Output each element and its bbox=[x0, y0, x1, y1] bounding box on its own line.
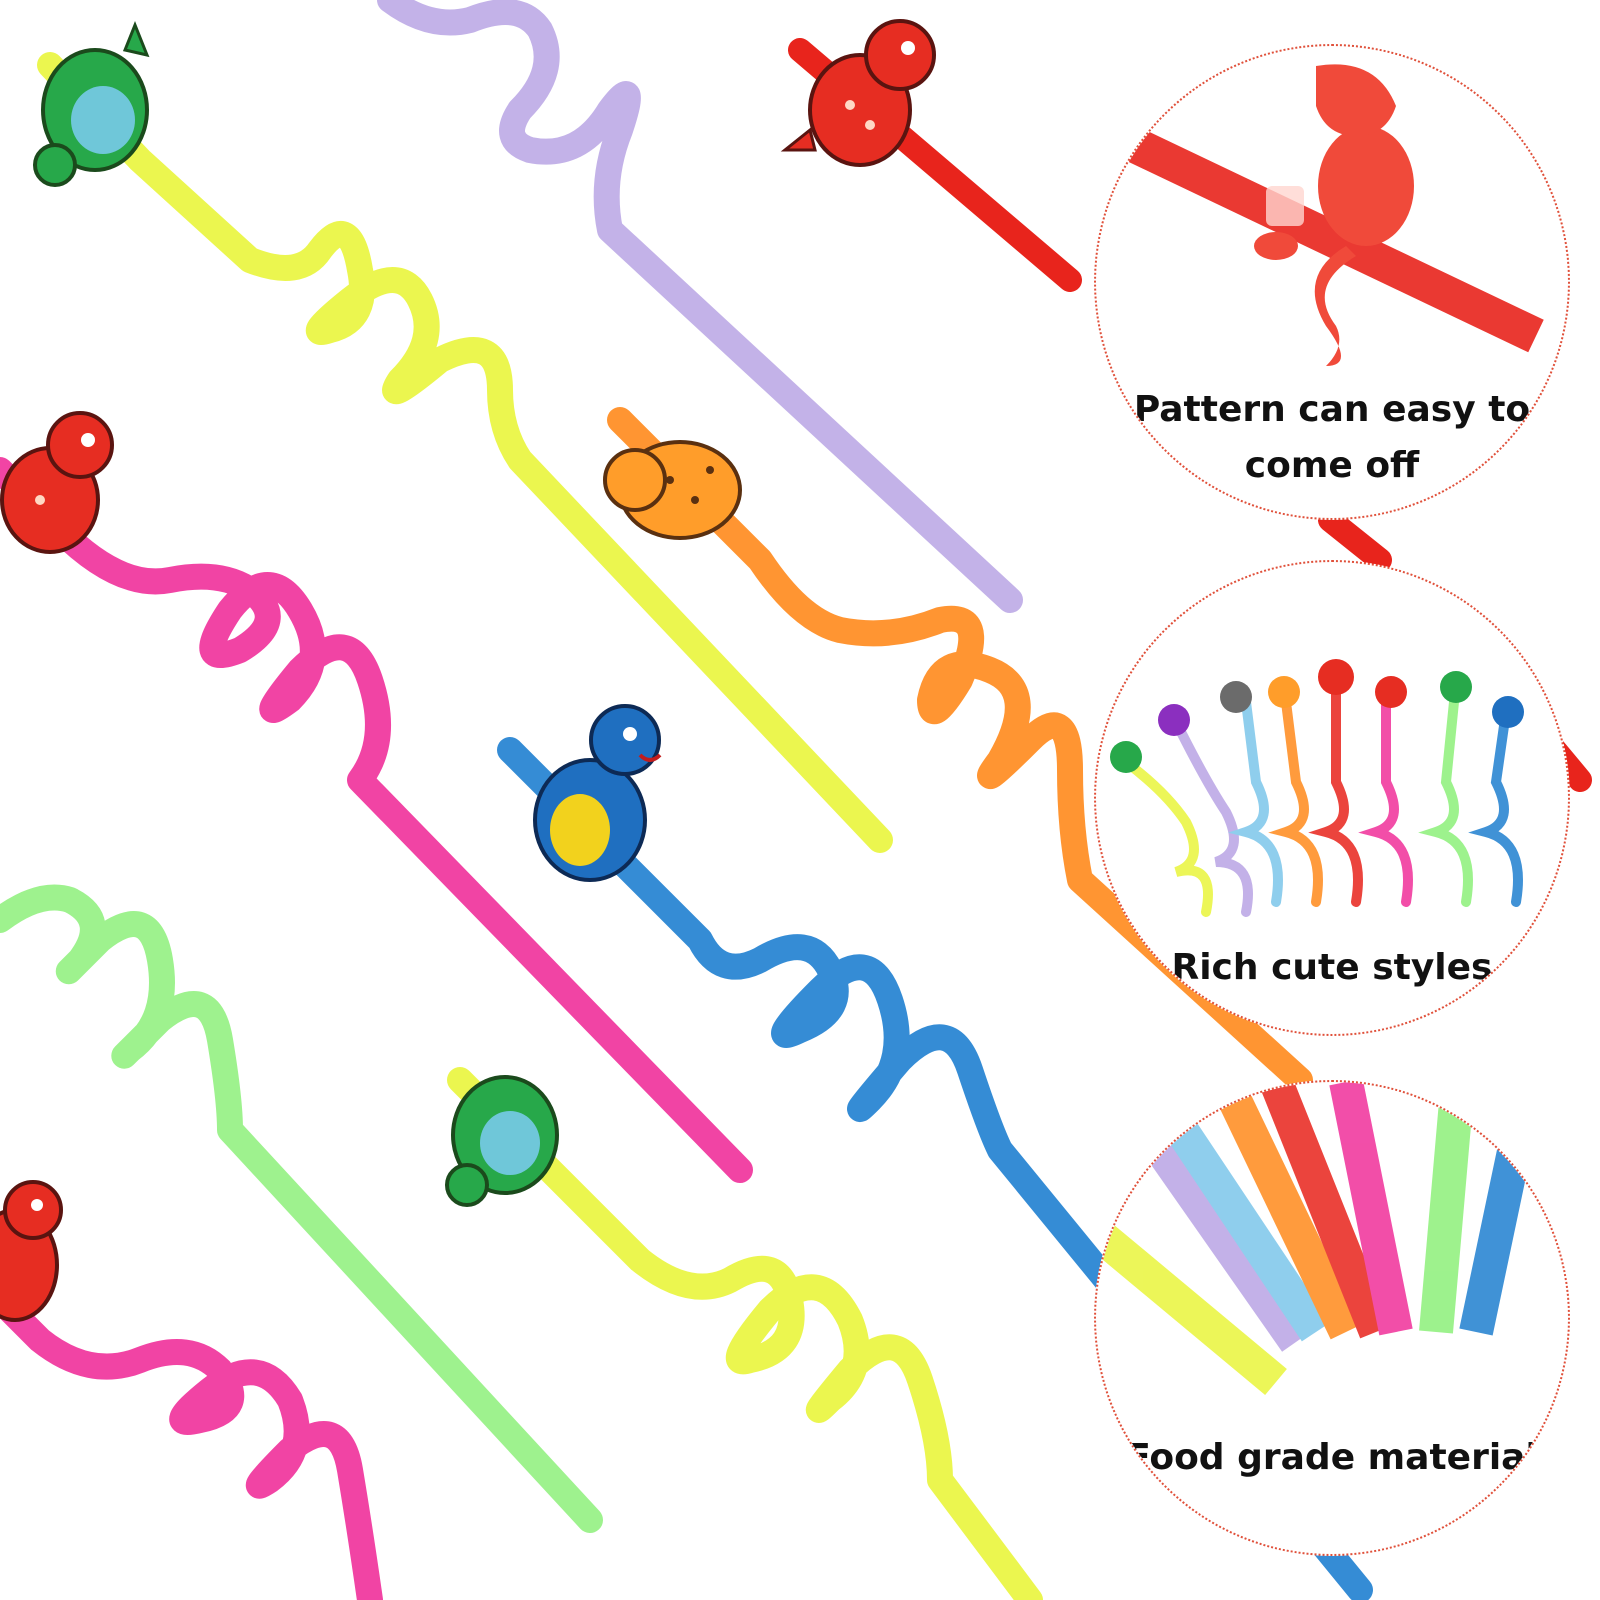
callout-pattern-detail: Pattern can easy to come off bbox=[1094, 44, 1570, 520]
pink-straw-middle bbox=[0, 457, 753, 1183]
red-dinosaur-charm-middle bbox=[0, 411, 114, 554]
green-dinosaur-charm-bottom bbox=[445, 1075, 559, 1207]
pink-straw-bottom bbox=[0, 1287, 383, 1600]
purple-straw bbox=[377, 0, 1023, 613]
orange-dinosaur-charm bbox=[603, 440, 742, 540]
straw-lineup bbox=[1110, 659, 1524, 917]
callout-material-closeup: Food grade material bbox=[1094, 1080, 1570, 1556]
straw-ends-closeup bbox=[1096, 1082, 1533, 1396]
callout-caption: Rich cute styles bbox=[1171, 947, 1493, 988]
red-dinosaur-charm-top bbox=[780, 19, 936, 167]
callout-styles-lineup: Rich cute styles bbox=[1094, 560, 1570, 1036]
green-dinosaur-charm-top bbox=[33, 20, 150, 187]
blue-straw bbox=[497, 737, 1373, 1600]
red-dinosaur-closeup bbox=[1108, 64, 1544, 366]
callout-caption: Pattern can easy to come off bbox=[1133, 389, 1531, 486]
green-straw bbox=[0, 884, 603, 1533]
callout-caption: Food grade material bbox=[1126, 1437, 1538, 1478]
yellow-straw-bottom bbox=[447, 1067, 1043, 1600]
orange-straw bbox=[607, 407, 1313, 1093]
red-straw-right bbox=[1318, 508, 1392, 572]
yellow-straw-top bbox=[37, 52, 893, 853]
red-dinosaur-charm-bottom bbox=[0, 1180, 63, 1322]
blue-dinosaur-charm bbox=[533, 704, 662, 882]
